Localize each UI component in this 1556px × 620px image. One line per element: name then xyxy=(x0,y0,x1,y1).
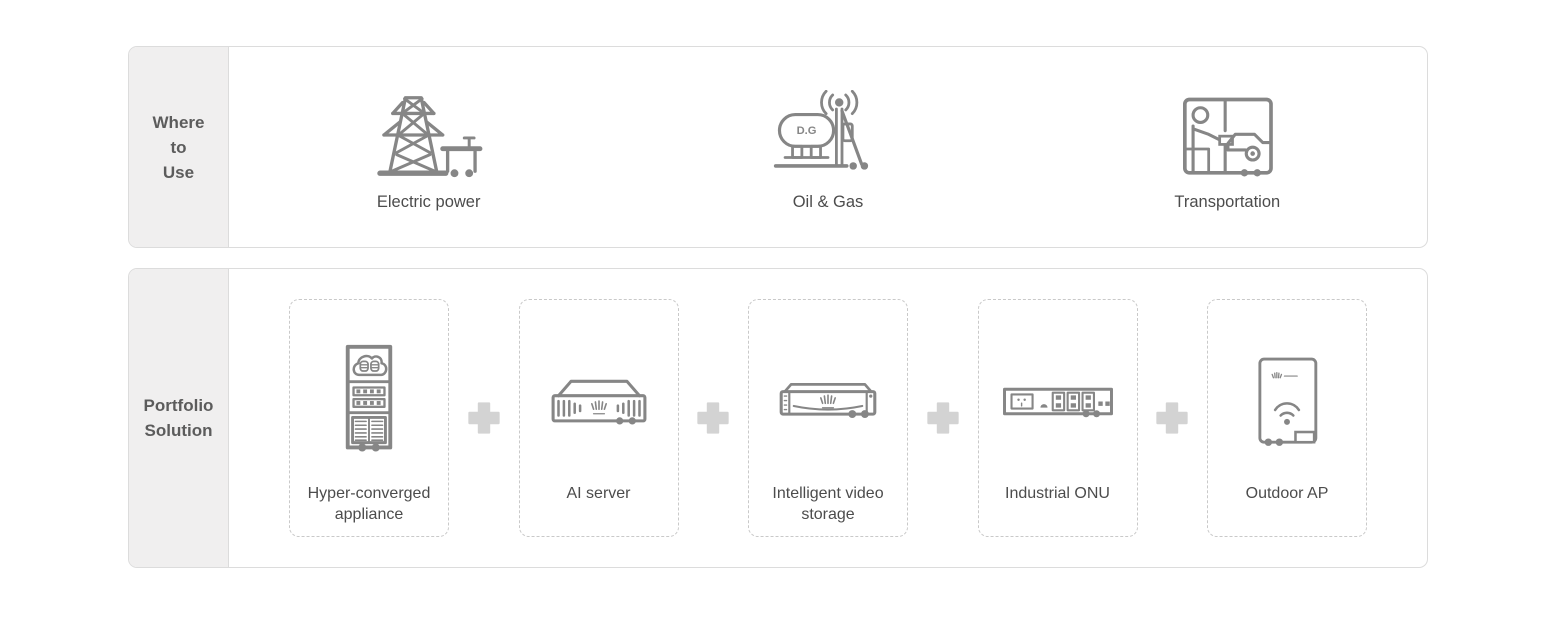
solution-label: Intelligent video storage xyxy=(772,485,884,523)
solution-label: Outdoor AP xyxy=(1245,485,1329,502)
intelligent-video-storage-icon xyxy=(774,320,882,483)
where-to-use-content: Electric power D.G xyxy=(229,47,1427,247)
solution-card-industrial-onu: Industrial ONU xyxy=(977,299,1138,537)
solution-label: AI server xyxy=(566,485,631,502)
use-item-oil-gas: D.G xyxy=(628,82,1027,212)
plus-icon xyxy=(1138,400,1208,436)
plus-icon xyxy=(679,400,749,436)
use-item-transportation: Transportation xyxy=(1028,82,1427,212)
portfolio-solution-title: Portfolio Solution xyxy=(129,269,229,567)
transportation-icon xyxy=(1172,82,1282,184)
tank-label: D.G xyxy=(797,125,817,137)
solution-card-ai-server: AI server xyxy=(518,299,679,537)
use-label: Transportation xyxy=(1174,193,1281,211)
title-line: Solution xyxy=(144,421,213,440)
title-line: Use xyxy=(162,162,195,182)
where-to-use-title: Where to Use xyxy=(129,47,229,247)
electric-power-icon xyxy=(370,82,488,184)
ai-server-icon xyxy=(545,320,653,483)
portfolio-solution-content: Hyper-converged appliance xyxy=(229,269,1427,567)
industrial-onu-icon xyxy=(1001,320,1115,483)
plus-icon xyxy=(449,400,519,436)
solution-card-video-storage: Intelligent video storage xyxy=(748,299,908,537)
solution-card-hyper-converged: Hyper-converged appliance xyxy=(289,299,449,537)
solution-label: Hyper-converged appliance xyxy=(307,485,431,523)
solution-card-outdoor-ap: Outdoor AP xyxy=(1207,299,1367,537)
portfolio-solution-panel: Portfolio Solution xyxy=(128,268,1428,568)
solution-label: Industrial ONU xyxy=(1005,485,1110,502)
title-line: Where xyxy=(152,112,205,132)
use-label: Electric power xyxy=(376,193,481,211)
title-line: Portfolio xyxy=(143,396,214,415)
infographic: Where to Use xyxy=(128,46,1428,568)
outdoor-ap-icon xyxy=(1248,320,1326,483)
use-label: Oil & Gas xyxy=(792,193,864,211)
plus-icon xyxy=(908,400,978,436)
oil-gas-icon: D.G xyxy=(772,82,884,184)
hyper-converged-appliance-icon xyxy=(338,320,400,483)
use-item-electric-power: Electric power xyxy=(229,82,628,212)
title-line: to xyxy=(170,137,187,157)
where-to-use-panel: Where to Use xyxy=(128,46,1428,248)
